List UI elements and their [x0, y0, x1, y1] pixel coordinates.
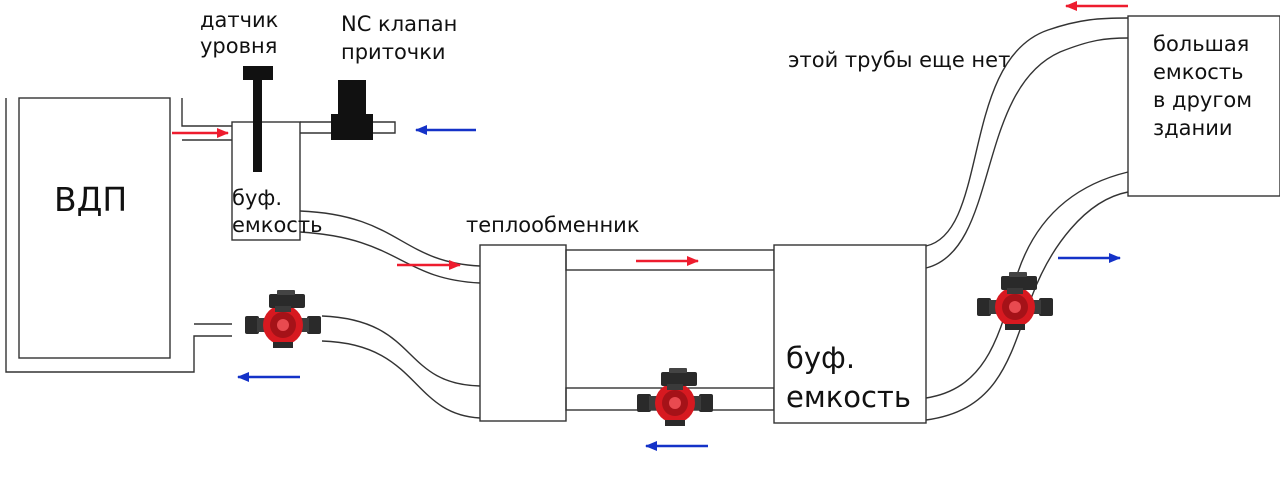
big-tank-label-line3: в другом [1153, 88, 1253, 112]
level-sensor [243, 66, 273, 172]
hot-flow-arrows [172, 0, 1128, 270]
cold-flow-arrows [237, 125, 1121, 451]
small-buffer-label-line2: емкость [232, 213, 323, 237]
nc-valve-label-line1: NC клапан [341, 12, 458, 36]
nc-valve [331, 80, 373, 140]
large-buffer-tank [773, 244, 927, 424]
large-buffer-label-line1: буф. [786, 341, 856, 375]
big-tank-label-line4: здании [1153, 116, 1233, 140]
vdp-unit [5, 97, 232, 373]
small-buffer-label-line1: буф. [232, 186, 283, 210]
pipes-left [299, 210, 481, 419]
pump-middle [637, 368, 713, 426]
level-sensor-label-line2: уровня [200, 34, 278, 58]
big-tank-label-line2: емкость [1153, 60, 1244, 84]
pipes-right [925, 17, 1129, 421]
big-tank-label-line1: большая [1153, 32, 1250, 56]
pump-left [245, 290, 321, 348]
level-sensor-label-line1: датчик [200, 8, 279, 32]
no-pipe-note: этой трубы еще нет [788, 48, 1011, 72]
big-tank [1127, 15, 1280, 197]
vdp-label: ВДП [54, 180, 128, 219]
pump-right [977, 272, 1053, 330]
heat-exchanger-label: теплообменник [466, 213, 640, 237]
nc-valve-label-line2: приточки [341, 40, 446, 64]
heat-exchanger [479, 244, 567, 422]
large-buffer-label-line2: емкость [786, 380, 911, 414]
